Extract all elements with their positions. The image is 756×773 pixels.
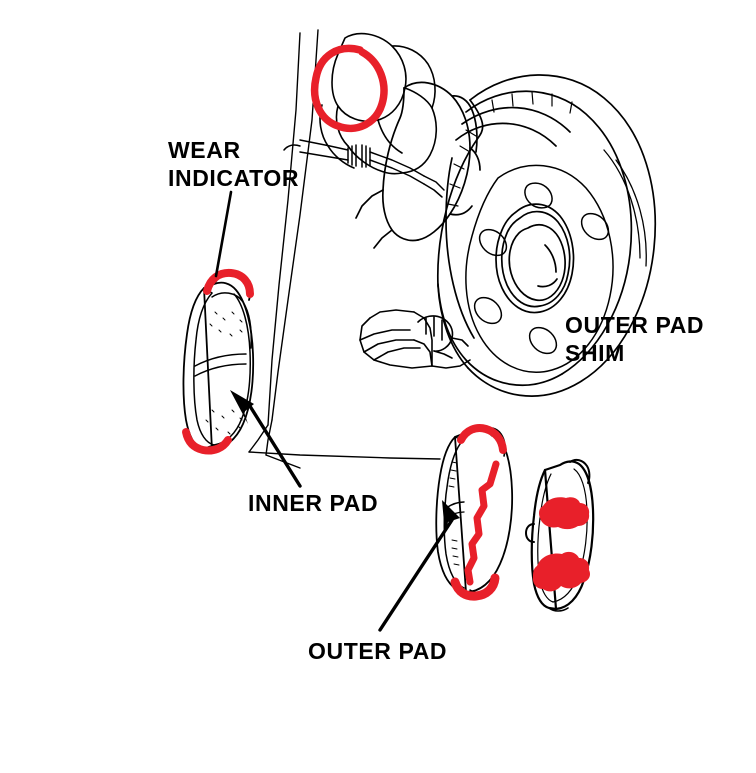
outer-pad-edge-texture xyxy=(448,461,460,566)
diagram-labels: WEAR INDICATOR OUTER PAD SHIM INNER PAD … xyxy=(168,137,704,664)
outer-pad-bottom-highlight xyxy=(450,573,500,601)
wheel-hub-flange xyxy=(465,149,647,373)
shim-lower-highlight xyxy=(532,551,591,592)
strut-knuckle-lines xyxy=(248,29,441,469)
wear-indicator-leader-line xyxy=(214,190,233,278)
brake-rotor-disc xyxy=(436,74,657,397)
outer-pad-wear-groove-highlight xyxy=(464,460,500,586)
wear-indicator-label-line2: INDICATOR xyxy=(168,165,299,191)
outer-pad-leader-arrow xyxy=(378,500,460,632)
outer-pad-label: OUTER PAD xyxy=(308,638,447,664)
inner-pad-leader-arrow xyxy=(230,390,302,488)
wheel-studs xyxy=(473,182,610,355)
outer-pad-shim-part xyxy=(525,458,595,612)
wear-indicator-label-line1: WEAR xyxy=(168,137,241,163)
inner-pad-bottom-highlight xyxy=(182,428,232,455)
assembly-drawing xyxy=(182,29,657,632)
brake-hose-fitting xyxy=(283,139,445,198)
outer-pad-top-highlight xyxy=(457,424,507,454)
leader-lines xyxy=(214,190,460,632)
caliper-bleeder-circle-highlight xyxy=(311,44,388,133)
caliper-mount-bracket xyxy=(359,309,471,369)
inner-pad-label: INNER PAD xyxy=(248,490,378,516)
pad-texture xyxy=(205,311,243,435)
outer-pad-shim-label-line2: SHIM xyxy=(565,340,625,366)
red-highlight-marks xyxy=(182,44,591,601)
outer-pad-shim-label-line1: OUTER PAD xyxy=(565,312,704,338)
inner-pad-top-highlight xyxy=(203,268,254,298)
shim-upper-highlight xyxy=(539,497,590,530)
brake-caliper-body xyxy=(355,81,481,249)
